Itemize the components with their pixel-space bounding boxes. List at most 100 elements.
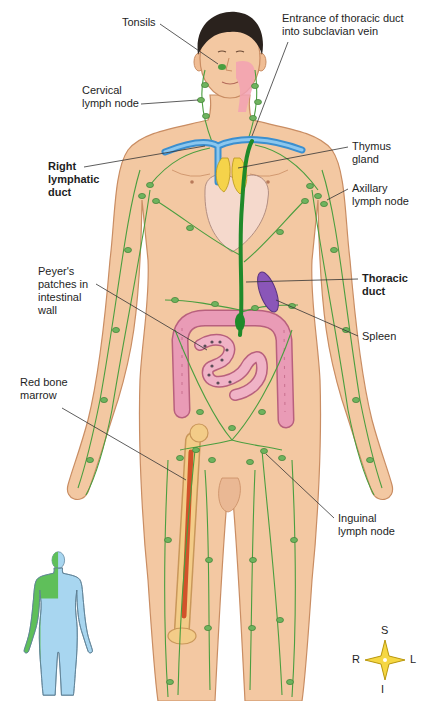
lymph-nodes-part: [287, 679, 294, 684]
thoracic-duct-part: [240, 141, 252, 335]
intestines: [180, 318, 286, 420]
lymph-vessels-part: [322, 170, 382, 488]
lymph-nodes-part: [198, 97, 205, 102]
intestines-part: [228, 380, 231, 383]
body-figure-part: [190, 180, 194, 184]
leader-lines-part: [276, 300, 358, 336]
body-figure-part: [219, 478, 241, 512]
part-label: Inguinal lymph node: [338, 512, 398, 538]
lymph-nodes-part: [197, 409, 204, 414]
lymph-nodes-part: [193, 447, 200, 452]
lymph-nodes: [87, 82, 374, 684]
lymph-vessels-part: [178, 450, 195, 695]
lymph-nodes-part: [331, 247, 338, 252]
lymph-nodes-part: [353, 397, 360, 402]
intestines-part: [210, 364, 213, 367]
lymph-nodes-part: [113, 327, 120, 332]
intestines-part: [180, 318, 286, 420]
drainage-inset: [24, 552, 92, 695]
lymph-nodes-part: [153, 198, 160, 203]
lymph-vessels-part: [232, 330, 292, 440]
pharynx-part: [218, 64, 226, 70]
body-figure-part: [198, 12, 263, 55]
lymph-nodes-part: [252, 83, 259, 88]
lymph-nodes-part: [367, 457, 374, 462]
drainage-inset-part: [24, 552, 92, 695]
thoracic-duct-part: [235, 313, 245, 331]
intestines-part: [220, 358, 223, 361]
part-label: Thoracic duct: [362, 272, 422, 298]
lymph-nodes-part: [167, 679, 174, 684]
intestines-part: [216, 381, 219, 384]
lymph-nodes-part: [125, 247, 132, 252]
lymph-vessels-part: [244, 200, 305, 262]
lymph-nodes-part: [315, 193, 322, 198]
intestines-part: [203, 344, 206, 347]
intestines-part: [182, 328, 285, 412]
lymph-nodes-part: [279, 455, 286, 460]
lymph-vessels-part: [312, 190, 374, 495]
lymph-nodes-part: [147, 182, 154, 187]
femur: [168, 424, 208, 644]
lymph-vessels-part: [205, 470, 210, 690]
leader-lines-part: [246, 279, 358, 282]
lymph-nodes-part: [101, 397, 108, 402]
part-label: Thymus gland: [352, 140, 412, 166]
lymph-nodes-part: [250, 557, 257, 562]
lymph-nodes-part: [139, 193, 146, 198]
leader-lines-part: [252, 42, 288, 136]
leader-lines-part: [327, 189, 348, 200]
leader-lines-part: [141, 100, 198, 104]
lymph-vessels-part: [292, 460, 295, 697]
intestines-part: [200, 340, 262, 395]
leader-lines-part: [238, 147, 348, 168]
lymph-nodes-part: [87, 457, 94, 462]
lymph-vessels-part: [165, 460, 168, 697]
lymph-nodes-part: [247, 459, 254, 464]
lymph-nodes-part: [206, 557, 213, 562]
part-label: Cervical lymph node: [82, 84, 144, 110]
intestines-part: [200, 340, 262, 395]
lymph-nodes-part: [177, 455, 184, 460]
lymph-vessels-part: [175, 330, 232, 440]
compass-letter: L: [410, 653, 416, 666]
part-label: Red bone marrow: [20, 376, 68, 402]
intestines-part: [210, 340, 213, 343]
intestines-part: [207, 373, 210, 376]
compass-rose-part: [383, 658, 387, 662]
lymph-nodes-part: [252, 305, 259, 310]
lymph-nodes-part: [229, 425, 236, 430]
intestines-part: [203, 340, 231, 384]
drainage-inset-part: [24, 568, 92, 695]
leader-lines-part: [84, 146, 205, 167]
lymph-nodes-part: [321, 201, 328, 206]
lymph-vessels-part: [248, 70, 257, 140]
compass-letter: S: [381, 624, 388, 637]
part-label: Entrance of thoracic duct into subclavia…: [282, 12, 422, 38]
lymph-nodes-part: [307, 183, 314, 188]
intestines-part: [225, 348, 228, 351]
lymph-nodes-part: [165, 537, 172, 542]
compass-letter: R: [352, 653, 360, 666]
lymph-vessels: [78, 70, 382, 697]
part-label: Tonsils: [122, 16, 172, 29]
lymph-nodes-part: [249, 625, 256, 630]
intestines-part: [218, 340, 221, 343]
drainage-inset-part: [24, 568, 92, 695]
thoracic-duct: [235, 141, 252, 335]
compass-letter: I: [381, 683, 384, 696]
compass-rose: [365, 640, 405, 680]
lymph-nodes-part: [212, 301, 219, 306]
pharynx: [218, 61, 255, 112]
lymph-nodes-part: [291, 537, 298, 542]
femur-part: [168, 628, 196, 644]
drainage-inset-part: [52, 552, 65, 569]
leader-lines-part: [266, 454, 334, 518]
lymph-nodes-part: [255, 99, 262, 104]
part-label: Right lymphatic duct: [48, 160, 110, 199]
lymph-vessels-part: [202, 70, 212, 142]
lymph-nodes-part: [205, 625, 212, 630]
leader-lines-part: [160, 24, 218, 64]
lymph-nodes-part: [277, 617, 284, 622]
lymph-vessels-part: [262, 450, 282, 695]
